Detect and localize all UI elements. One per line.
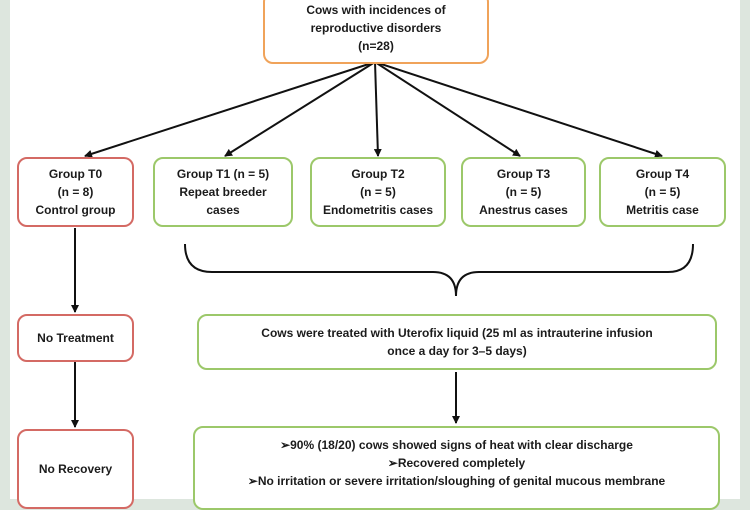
group-t0-line-1: Group T0 xyxy=(48,167,103,181)
group-t4-box: Group T4 (n = 5) Metritis case xyxy=(599,157,726,227)
arrow-root-to-t4 xyxy=(374,61,663,158)
no-treatment-label: No Treatment xyxy=(37,331,114,345)
group-t1-line-1: Group T1 (n = 5) xyxy=(176,167,270,181)
group-t2-line-1: Group T2 xyxy=(351,167,405,181)
group-t4-line-3: Metritis case xyxy=(626,203,699,217)
no-recovery-label: No Recovery xyxy=(38,462,113,476)
group-t1-line-3: cases xyxy=(206,203,240,217)
no-treatment-box: No Treatment xyxy=(17,314,134,362)
grouping-brace xyxy=(184,243,694,297)
arrow-root-to-t2 xyxy=(373,61,382,157)
arrow-root-to-t0 xyxy=(84,61,376,158)
group-t3-line-3: Anestrus cases xyxy=(479,203,568,217)
treatment-line-2: once a day for 3–5 days) xyxy=(387,344,527,358)
root-box: Cows with incidences of reproductive dis… xyxy=(263,0,489,64)
group-t4-line-1: Group T4 xyxy=(635,167,690,181)
group-t1-box: Group T1 (n = 5) Repeat breeder cases xyxy=(153,157,293,227)
result-recovered: ➢Recovered completely xyxy=(387,456,526,470)
group-t3-line-1: Group T3 xyxy=(496,167,551,181)
group-t0-line-3: Control group xyxy=(35,203,116,217)
treatment-box: Cows were treated with Uterofix liquid (… xyxy=(197,314,717,370)
group-t0-line-2: (n = 8) xyxy=(57,185,94,199)
group-t3-line-2: (n = 5) xyxy=(505,185,542,199)
group-t2-line-2: (n = 5) xyxy=(360,185,396,199)
no-recovery-box: No Recovery xyxy=(17,429,134,509)
root-line-2: reproductive disorders xyxy=(310,21,442,35)
arrow-root-to-t3 xyxy=(374,61,521,157)
root-line-1: Cows with incidences of xyxy=(306,3,446,17)
group-t0-box: Group T0 (n = 8) Control group xyxy=(17,157,134,227)
treatment-line-1: Cows were treated with Uterofix liquid (… xyxy=(261,326,653,340)
results-box: ➢90% (18/20) cows showed signs of heat w… xyxy=(193,426,720,510)
group-t4-line-2: (n = 5) xyxy=(644,185,681,199)
group-t1-line-2: Repeat breeder xyxy=(179,185,267,199)
group-t2-box: Group T2 (n = 5) Endometritis cases xyxy=(310,157,446,227)
group-t3-box: Group T3 (n = 5) Anestrus cases xyxy=(461,157,586,227)
arrow-root-to-t1 xyxy=(224,61,376,157)
root-line-3: (n=28) xyxy=(358,39,394,53)
result-heat-signs: ➢90% (18/20) cows showed signs of heat w… xyxy=(280,438,633,452)
connector-lines xyxy=(71,61,694,428)
flowchart: Cows with incidences of reproductive dis… xyxy=(10,0,740,510)
group-t2-line-3: Endometritis cases xyxy=(322,203,434,217)
result-no-irritation: ➢No irritation or severe irritation/slou… xyxy=(247,474,666,488)
